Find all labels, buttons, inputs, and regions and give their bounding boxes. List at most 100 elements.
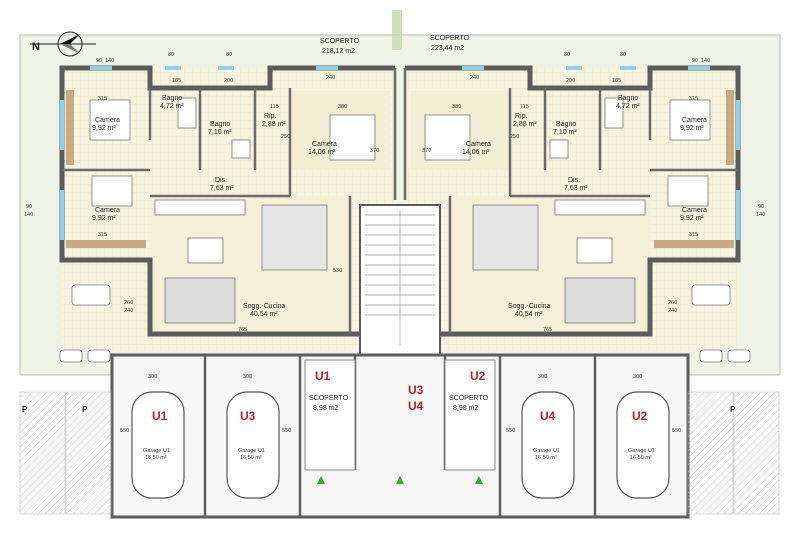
svg-text:300: 300 xyxy=(148,374,157,380)
svg-text:315: 315 xyxy=(689,232,698,238)
bagno-r2-label: Bagno xyxy=(556,121,576,128)
svg-text:315: 315 xyxy=(689,96,698,102)
svg-text:140: 140 xyxy=(105,58,114,64)
camera-cl-area: 14,06 m² xyxy=(308,149,336,156)
svg-text:140: 140 xyxy=(701,58,710,64)
sogg-r-area: 40,54 m² xyxy=(515,311,543,318)
small-scoperto-right-area: 8,98 m2 xyxy=(453,405,478,412)
camera-lr-area: 9,92 m² xyxy=(680,215,704,222)
outdoor-furniture xyxy=(59,284,751,363)
bagno-l2-label: Bagno xyxy=(210,121,230,128)
cars xyxy=(131,391,670,499)
camera-cl-label: Camera xyxy=(312,141,337,148)
small-scoperto-right-label: SCOPERTO xyxy=(449,395,489,402)
svg-text:250: 250 xyxy=(510,134,519,140)
svg-text:200: 200 xyxy=(224,78,233,84)
bagno-l2-area: 7,10 m² xyxy=(208,129,232,136)
small-scoperto-left-label: SCOPERTO xyxy=(309,395,349,402)
small-scoperto-left-area: 8,98 m2 xyxy=(313,405,338,412)
svg-text:315: 315 xyxy=(98,96,107,102)
svg-text:550: 550 xyxy=(120,428,129,434)
bagno-r1-label: Bagno xyxy=(618,95,638,102)
garage-1-area: 16,50 m² xyxy=(145,455,167,461)
garage-2-area: 16,50 m² xyxy=(240,455,262,461)
svg-text:80: 80 xyxy=(226,52,232,58)
svg-text:370: 370 xyxy=(422,148,431,154)
compass-icon: N xyxy=(30,31,96,57)
svg-text:240: 240 xyxy=(124,308,133,314)
camera-ul-label: Camera xyxy=(95,117,120,124)
svg-text:90: 90 xyxy=(758,204,764,210)
bagno-l1-area: 4,72 m² xyxy=(160,103,184,110)
parking-p-2: P xyxy=(82,405,88,414)
svg-text:550: 550 xyxy=(506,428,515,434)
stair-core xyxy=(359,204,441,356)
outdoor-left-label: SCOPERTO xyxy=(320,38,360,45)
svg-text:140: 140 xyxy=(24,212,33,218)
unit-u3-label: U3 xyxy=(408,383,424,397)
unit-u1-label: U1 xyxy=(315,369,331,383)
dis-r-label: Dis. xyxy=(568,177,580,184)
camera-cr-area: 14,06 m² xyxy=(462,149,490,156)
garage-3-label: Garage U1 xyxy=(533,448,560,454)
furniture xyxy=(89,97,711,324)
svg-text:300: 300 xyxy=(243,374,252,380)
svg-text:90: 90 xyxy=(26,204,32,210)
garage-block xyxy=(110,353,690,519)
sogg-l-label: Sogg.-Cucina xyxy=(243,303,286,310)
parking-strips xyxy=(19,391,780,515)
svg-text:380: 380 xyxy=(338,104,347,110)
svg-text:185: 185 xyxy=(172,78,181,84)
garage-4-area: 16,50 m² xyxy=(630,455,652,461)
camera-cr-label: Camera xyxy=(466,141,491,148)
parking-p-3: P xyxy=(730,405,736,414)
dimension-labels: 315 315 315 315 90 140 90 140 80 80 80 8… xyxy=(24,52,765,434)
unit-labels: U1 U2 U3 U4 U1 U3 U4 U2 xyxy=(152,369,648,423)
svg-text:380: 380 xyxy=(452,104,461,110)
rip-r-label: Rip. xyxy=(515,113,528,120)
entry-arrows xyxy=(317,476,483,484)
svg-text:240: 240 xyxy=(668,308,677,314)
sogg-r-label: Sogg.-Cucina xyxy=(508,303,551,310)
camera-ll-area: 9,92 m² xyxy=(92,215,116,222)
windows xyxy=(60,66,740,240)
garage-4-label: Garage U1 xyxy=(628,448,655,454)
svg-text:115: 115 xyxy=(270,104,279,110)
svg-text:550: 550 xyxy=(672,428,681,434)
svg-text:185: 185 xyxy=(612,78,621,84)
camera-ur-area: 9,92 m² xyxy=(680,125,704,132)
rip-l-label: Rip. xyxy=(264,113,277,120)
svg-text:260: 260 xyxy=(668,300,677,306)
svg-text:90: 90 xyxy=(692,58,698,64)
rip-r-area: 2,88 m² xyxy=(513,121,537,128)
svg-text:80: 80 xyxy=(564,52,570,58)
unit-u2-label: U2 xyxy=(470,369,486,383)
svg-text:200: 200 xyxy=(566,78,575,84)
svg-text:300: 300 xyxy=(538,374,547,380)
garage-u3-tag: U3 xyxy=(240,409,256,423)
dis-l-label: Dis. xyxy=(215,177,227,184)
bagno-l1-label: Bagno xyxy=(162,95,182,102)
dis-l-area: 7,63 m² xyxy=(210,185,234,192)
svg-text:370: 370 xyxy=(370,148,379,154)
unit-u4-label: U4 xyxy=(408,399,424,413)
svg-text:260: 260 xyxy=(124,300,133,306)
svg-text:300: 300 xyxy=(633,374,642,380)
parking-p-1: P xyxy=(22,405,28,414)
svg-text:765: 765 xyxy=(543,327,552,333)
camera-lr-label: Camera xyxy=(682,207,707,214)
svg-text:240: 240 xyxy=(470,75,479,81)
outdoor-right-label: SCOPERTO xyxy=(430,35,470,42)
svg-text:140: 140 xyxy=(756,212,765,218)
compass-letter: N xyxy=(32,41,40,53)
rip-l-area: 2,88 m² xyxy=(262,121,286,128)
inner-walls xyxy=(62,68,738,334)
hedge-center xyxy=(392,10,402,50)
svg-text:550: 550 xyxy=(282,428,291,434)
svg-text:315: 315 xyxy=(98,232,107,238)
svg-text:80: 80 xyxy=(168,52,174,58)
camera-ll-label: Camera xyxy=(95,207,120,214)
garage-u4-tag: U4 xyxy=(540,409,556,423)
camera-ul-area: 9,92 m² xyxy=(92,125,116,132)
outdoor-left-area: 218,12 m2 xyxy=(322,48,355,55)
